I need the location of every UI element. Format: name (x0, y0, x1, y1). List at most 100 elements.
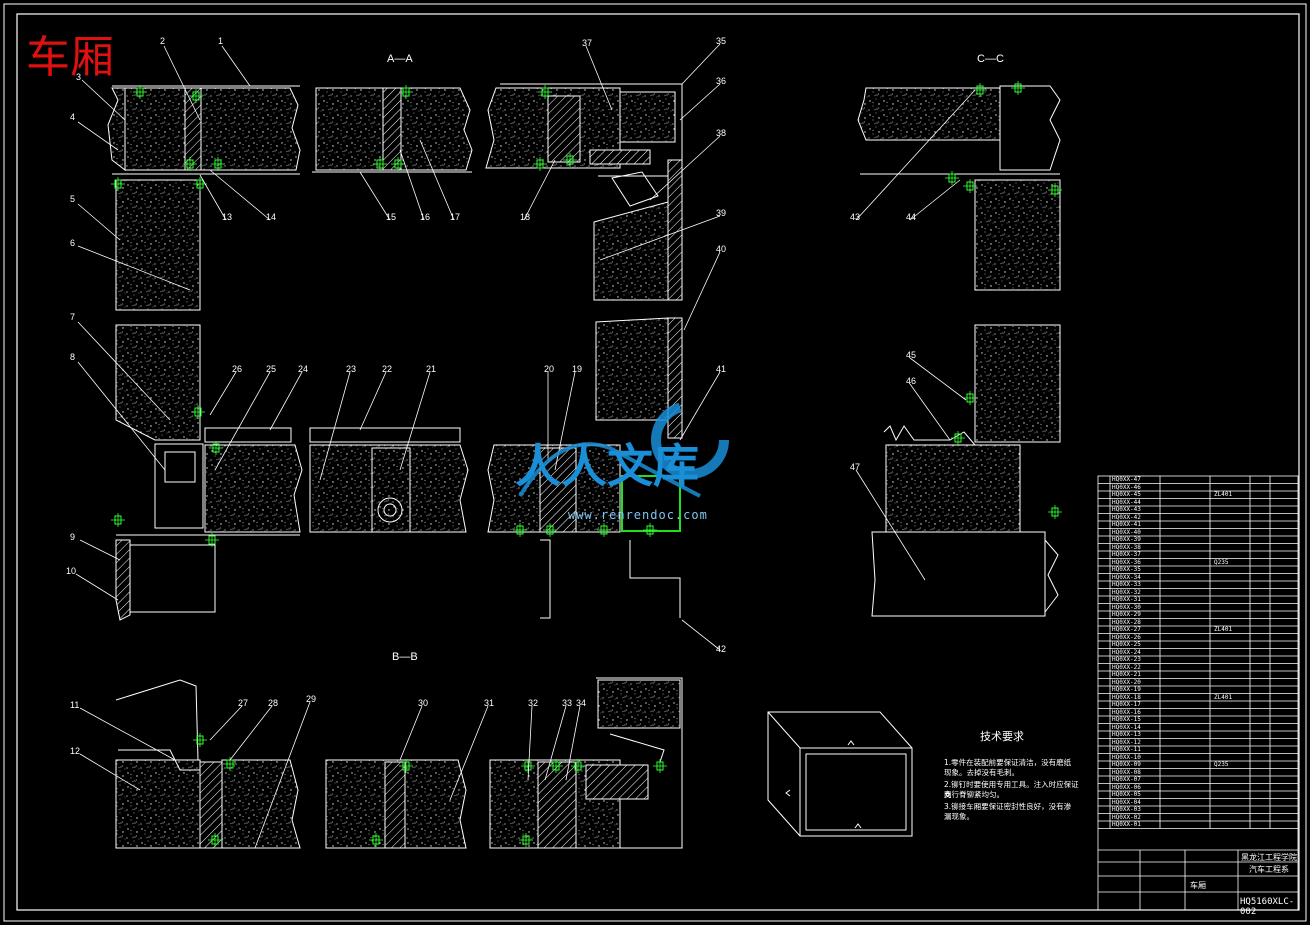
parts-list-code: HQ0XX-34 (1112, 573, 1141, 581)
parts-list-code: HQ0XX-05 (1112, 791, 1141, 798)
weld-marker (399, 85, 413, 99)
weld-marker (571, 759, 585, 773)
parts-list-code: HQ0XX-21 (1112, 671, 1141, 678)
parts-list-code: HQ0XX-03 (1112, 806, 1141, 813)
weld-marker (211, 157, 225, 171)
weld-marker (209, 441, 223, 455)
watermark-url: www.renrendoc.com (568, 508, 708, 522)
title-block-company: 黑龙江工程学院 (1241, 853, 1297, 862)
leader-line (399, 371, 431, 471)
leader-line (523, 159, 556, 221)
parts-list-material: ZL401 (1214, 491, 1233, 498)
leader-line (79, 753, 141, 791)
callout-number: 26 (232, 364, 243, 374)
callout-number: 30 (418, 698, 429, 708)
parts-list-code: HQ0XX-29 (1112, 611, 1141, 618)
weld-marker (973, 83, 987, 97)
leader-line (221, 45, 251, 87)
title-block-drawing-name: 车厢 (1190, 881, 1206, 890)
callout-number: 37 (582, 38, 593, 48)
callout-number: 39 (716, 208, 727, 218)
callout-number: 45 (906, 350, 917, 360)
weld-markers (111, 81, 1062, 847)
weld-marker (191, 405, 205, 419)
callout-number: 3 (76, 72, 82, 82)
parts-list-code: HQ0XX-26 (1112, 633, 1141, 641)
callout-number: 16 (420, 212, 431, 222)
callout-number: 19 (572, 364, 583, 374)
leader-line (683, 251, 721, 331)
leader-line (399, 705, 423, 761)
callout-number: 14 (266, 212, 277, 222)
leader-line (544, 705, 567, 781)
detail-middle-center (309, 427, 469, 533)
parts-list-code: HQ0XX-31 (1112, 596, 1141, 603)
parts-list-code: HQ0XX-30 (1112, 603, 1141, 611)
leader-line (199, 174, 227, 221)
parts-list-code: HQ0XX-27 (1112, 626, 1141, 633)
parts-list-code: HQ0XX-39 (1112, 536, 1141, 543)
callout-number: 31 (484, 698, 495, 708)
leader-line (649, 135, 721, 201)
weld-marker (111, 177, 125, 191)
callout-number: 42 (716, 644, 727, 654)
callout-number: 38 (716, 128, 727, 138)
parts-list-code: HQ0XX-08 (1112, 768, 1141, 776)
weld-marker (533, 157, 547, 171)
watermark-text: 人人文库 (515, 439, 699, 493)
leader-line (909, 357, 967, 401)
weld-marker (945, 171, 959, 185)
weld-marker (373, 157, 387, 171)
parts-list-code: HQ0XX-46 (1112, 483, 1141, 491)
outer-border (3, 3, 1307, 922)
callout-number: 41 (716, 364, 727, 374)
parts-list-code: HQ0XX-14 (1112, 723, 1141, 731)
leader-line (77, 361, 166, 471)
parts-list-material: ZL401 (1214, 626, 1233, 633)
parts-list-code: HQ0XX-12 (1112, 738, 1141, 746)
callout-number: 4 (70, 112, 76, 122)
leader-line (449, 705, 489, 801)
weld-marker (111, 513, 125, 527)
leader-line (209, 169, 271, 221)
callout-number: 29 (306, 694, 317, 704)
parts-list-code: HQ0XX-19 (1112, 686, 1141, 693)
parts-list-code: HQ0XX-43 (1112, 506, 1141, 513)
leader-line (77, 321, 171, 421)
parts-list-code: HQ0XX-44 (1112, 498, 1141, 506)
parts-list-code: HQ0XX-22 (1112, 663, 1141, 671)
weld-marker (1011, 81, 1025, 95)
callout-number: 10 (66, 566, 77, 576)
callout-number: 40 (716, 244, 727, 254)
weld-marker (1048, 183, 1062, 197)
parts-list-code: HQ0XX-47 (1112, 476, 1141, 483)
parts-list-code: HQ0XX-32 (1112, 588, 1141, 596)
weld-marker (543, 523, 557, 537)
callout-number: 1 (218, 36, 224, 46)
parts-list-code: HQ0XX-06 (1112, 783, 1141, 791)
leader-line (399, 149, 425, 221)
leader-line (209, 371, 237, 416)
parts-list-material: Q235 (1214, 761, 1229, 768)
leader-line (77, 121, 119, 151)
leader-line (229, 705, 273, 761)
callout-number: 25 (266, 364, 277, 374)
callout-number: 15 (386, 212, 397, 222)
leader-line (359, 371, 387, 431)
parts-list-code: HQ0XX-04 (1112, 798, 1141, 806)
isometric-sketch (767, 711, 913, 837)
callout-number: 36 (716, 76, 727, 86)
leader-line (269, 371, 303, 431)
section-label-aa: A—A (387, 53, 413, 65)
weld-marker (513, 523, 527, 537)
weld-marker (223, 757, 237, 771)
section-label-cc: C—C (977, 53, 1004, 65)
requirement-line: 现象。去掉没有毛刺。 (944, 768, 1019, 777)
requirement-line: 1.零件在装配前要保证清洁，没有磨纸 (944, 758, 1072, 767)
weld-marker (193, 733, 207, 747)
leader-line (679, 83, 721, 121)
callout-number: 32 (528, 698, 539, 708)
callout-number: 24 (298, 364, 309, 374)
parts-list-code: HQ0XX-16 (1112, 708, 1141, 716)
parts-list-code: HQ0XX-17 (1112, 701, 1141, 708)
